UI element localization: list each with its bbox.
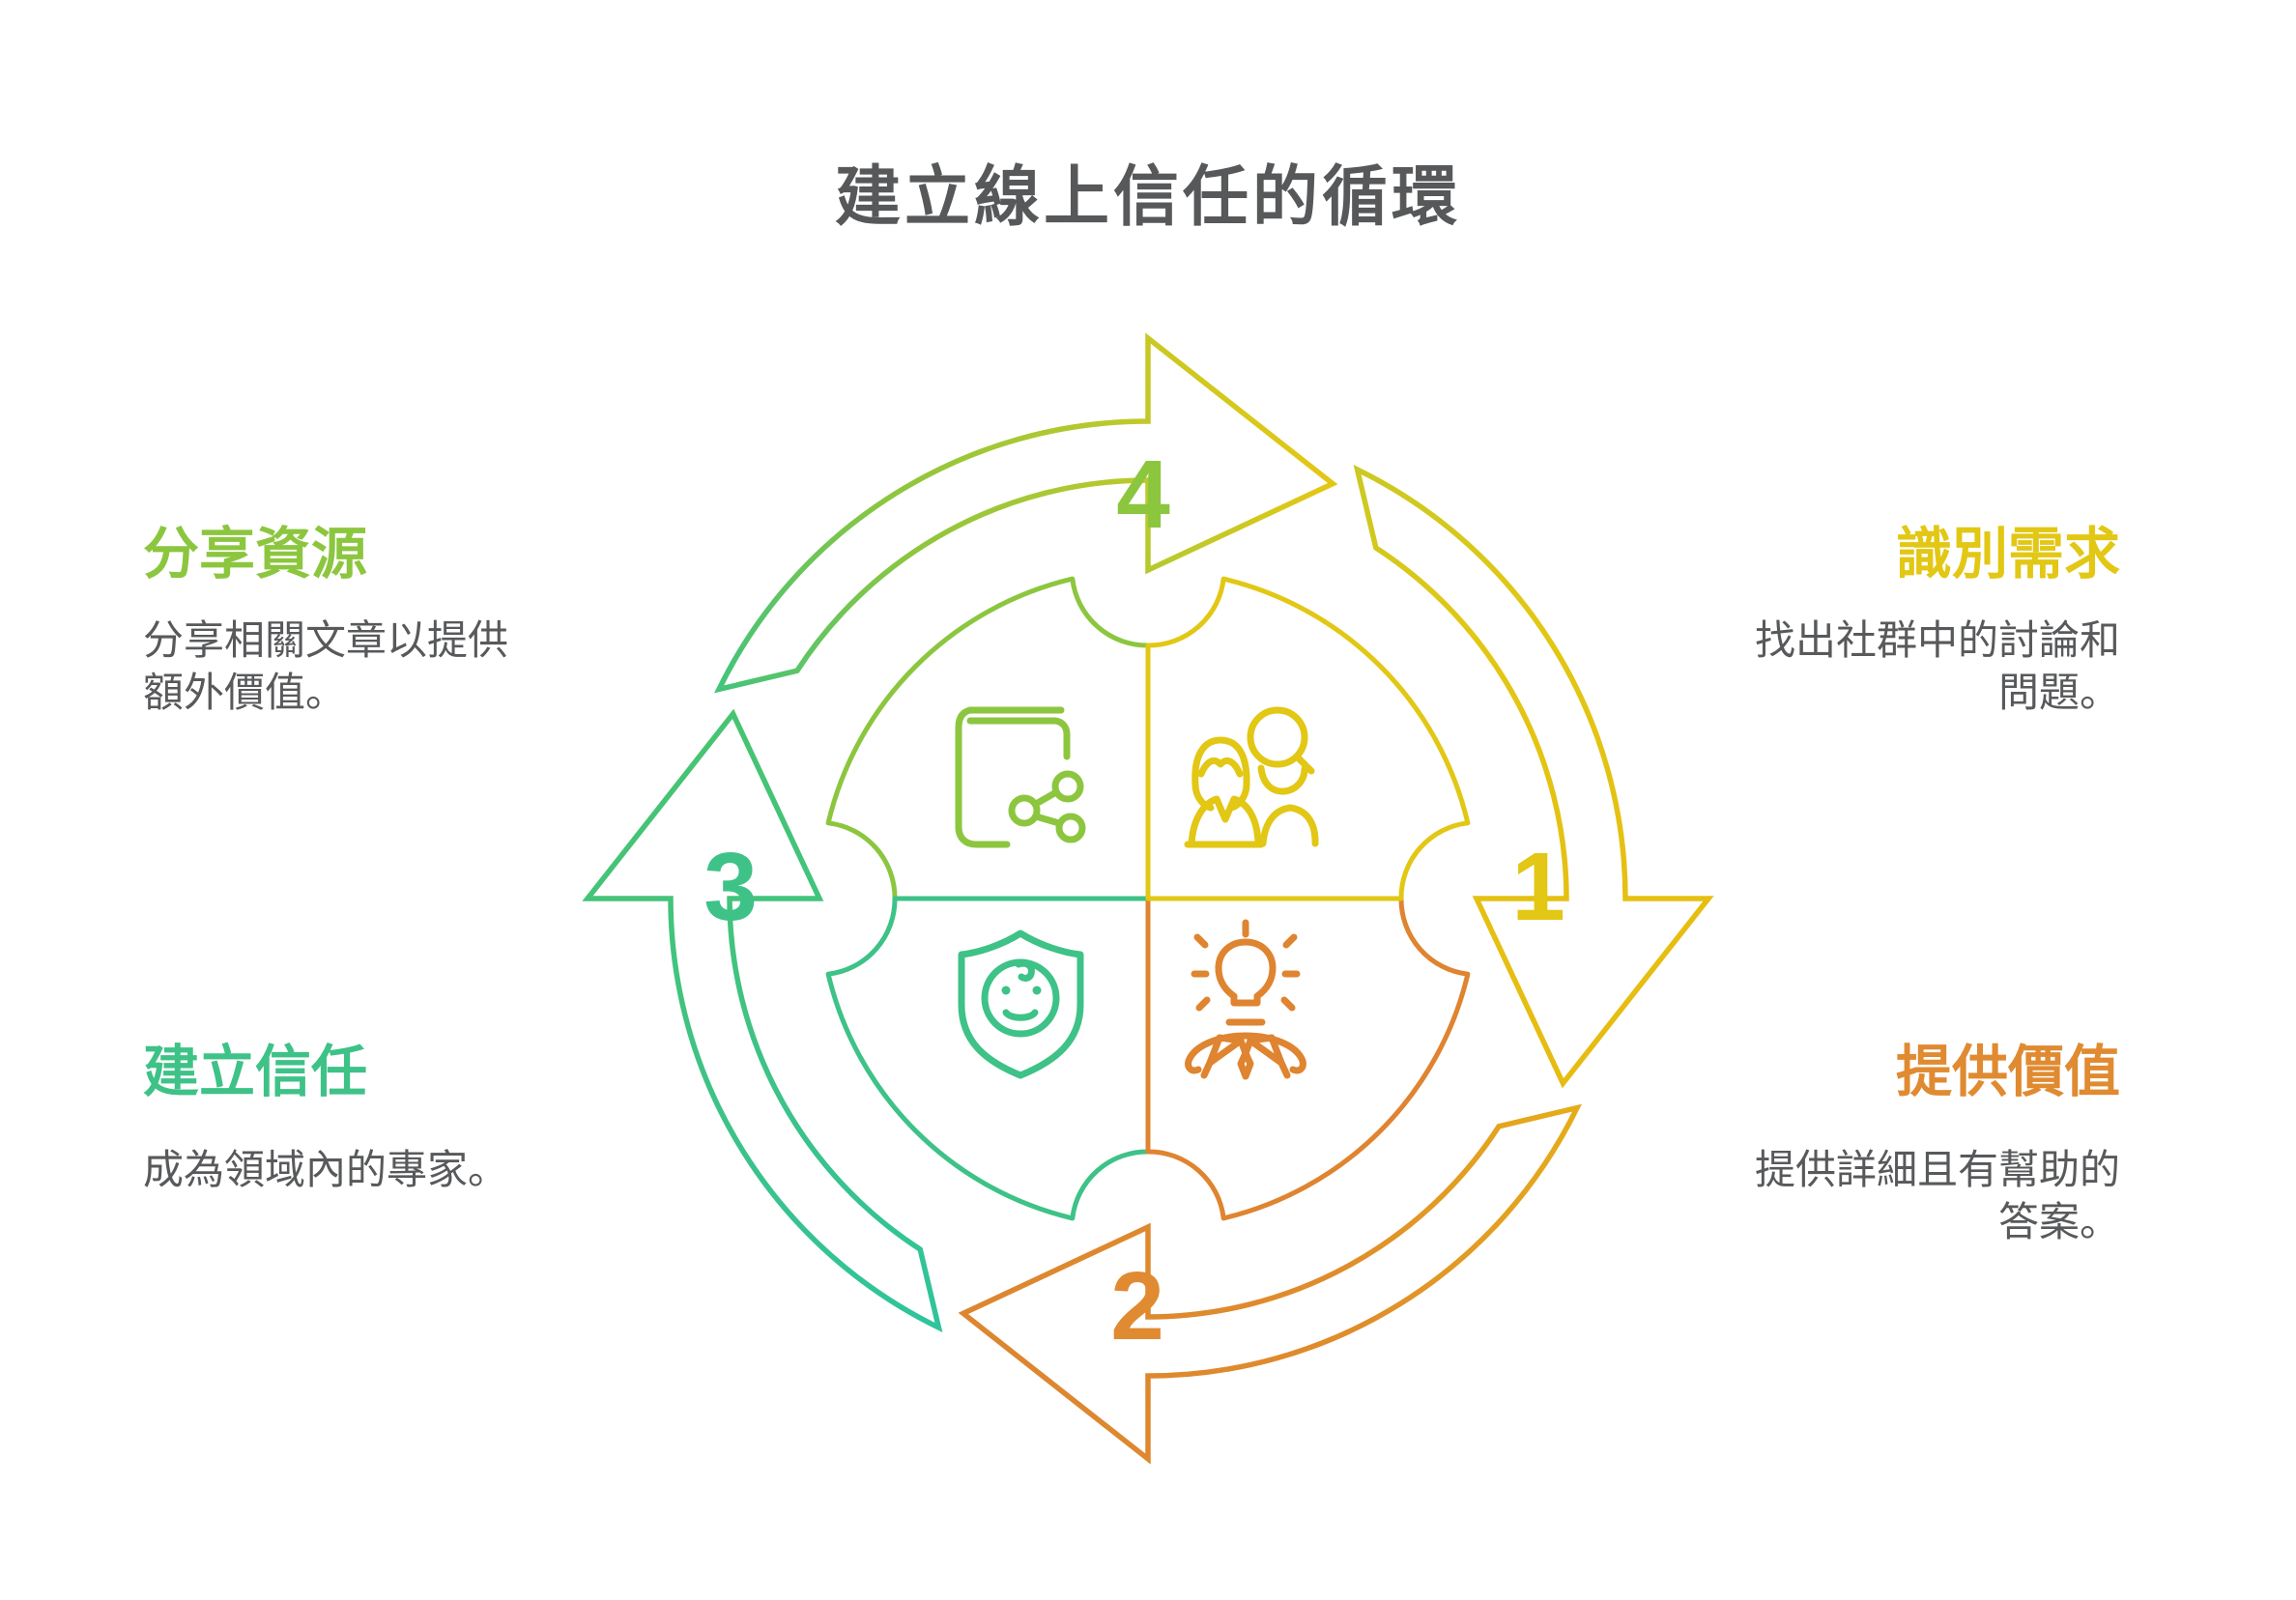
step-block-identify-needs: 識別需求 找出社群中的討論和問題。: [1734, 524, 2120, 720]
step-number-4: 4: [1116, 441, 1170, 549]
step-label: 分享資源: [143, 523, 368, 586]
step-number-1: 1: [1511, 833, 1565, 941]
quadrant-top-left: [828, 579, 1148, 899]
step-block-provide-value: 提供價值 提供詳細且有幫助的答案。: [1734, 1042, 2120, 1249]
cycle-arrow-1: [1358, 470, 1708, 1083]
step-number-3: 3: [703, 833, 758, 941]
step-block-share-resources: 分享資源 分享相關文章以提供額外價值。: [143, 524, 530, 720]
cycle-arrow-4: [719, 338, 1333, 689]
step-description: 提供詳細且有幫助的答案。: [1754, 1146, 2120, 1245]
page-title: 建立線上信任的循環: [834, 160, 1461, 234]
step-description: 分享相關文章以提供額外價值。: [143, 616, 509, 716]
book-share-icon: [955, 706, 1086, 848]
step-number-2: 2: [1110, 1252, 1164, 1360]
shield-face-icon: [958, 929, 1084, 1079]
step-block-build-trust: 建立信任 成為領域內的專家。: [143, 1042, 530, 1196]
idea-person-icon: [1185, 919, 1306, 1080]
person-magnifier-icon: [1184, 706, 1319, 848]
quadrant-bottom-right: [1148, 899, 1468, 1218]
step-label: 識別需求: [1895, 523, 2120, 586]
step-label: 提供價值: [1895, 1041, 2120, 1103]
step-description: 找出社群中的討論和問題。: [1754, 616, 2120, 716]
step-description: 成為領域內的專家。: [143, 1146, 509, 1192]
cycle-arrow-3: [588, 714, 938, 1328]
step-label: 建立信任: [143, 1041, 368, 1103]
cycle-arrow-2: [963, 1108, 1577, 1459]
